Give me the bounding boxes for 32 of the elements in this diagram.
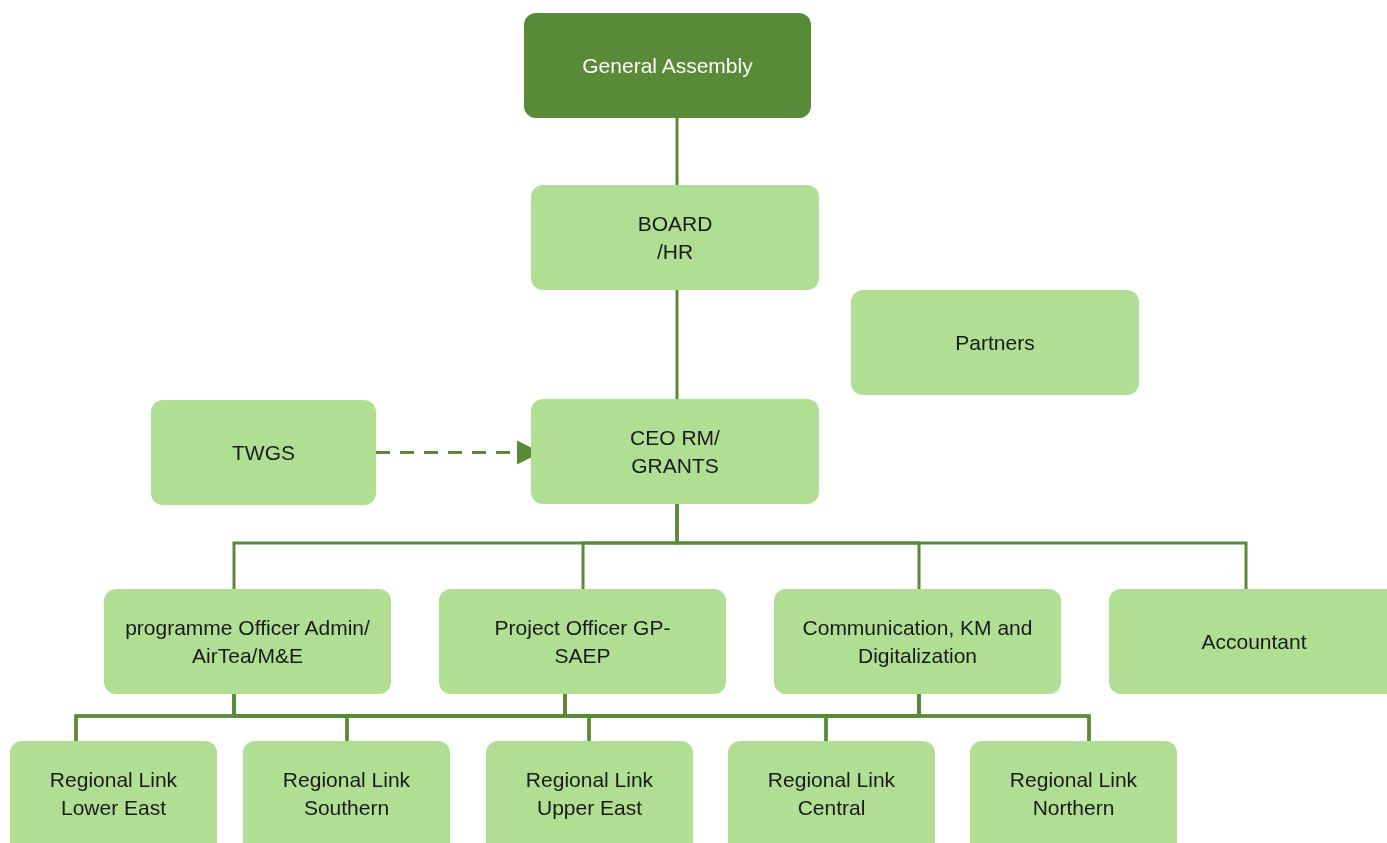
role-title: Regional Link Southern: [281, 766, 412, 821]
role-title: programme Officer Admin/ AirTea/M&E: [124, 614, 371, 669]
connector-line: [675, 118, 679, 185]
role-box: [104, 589, 391, 694]
connector-line: [675, 290, 679, 399]
role-box: [10, 741, 217, 843]
connector-line: [675, 504, 1248, 589]
role-box: [439, 589, 726, 694]
role-box: [774, 589, 1061, 694]
role-box: [531, 185, 819, 290]
role-box: [970, 741, 1177, 843]
role-title: Project Officer GP-SAEP: [493, 614, 672, 669]
role-title: Regional Link Northern: [1008, 766, 1139, 821]
role-title: General Assembly: [582, 52, 753, 79]
role-title: Communication, KM and Digitalization: [801, 614, 1034, 669]
role-box: [486, 741, 693, 843]
role-title: Regional Link Central: [766, 766, 897, 821]
role-box: [1109, 589, 1387, 694]
role-title: Regional Link Upper East: [524, 766, 655, 821]
header-box: [524, 13, 811, 118]
role-title: TWGS: [232, 439, 295, 466]
role-title: Regional Link Lower East: [48, 766, 179, 821]
role-box: [728, 741, 935, 843]
role-title: BOARD /HR: [636, 210, 714, 265]
role-box: [151, 400, 376, 505]
role-title: Partners: [955, 329, 1035, 356]
role-title: CEO RM/ GRANTS: [629, 424, 721, 479]
connector-line: [917, 694, 1091, 741]
role-box: [531, 399, 819, 504]
role-box: [851, 290, 1139, 395]
role-box: [243, 741, 450, 843]
role-title: Accountant: [1201, 628, 1307, 655]
